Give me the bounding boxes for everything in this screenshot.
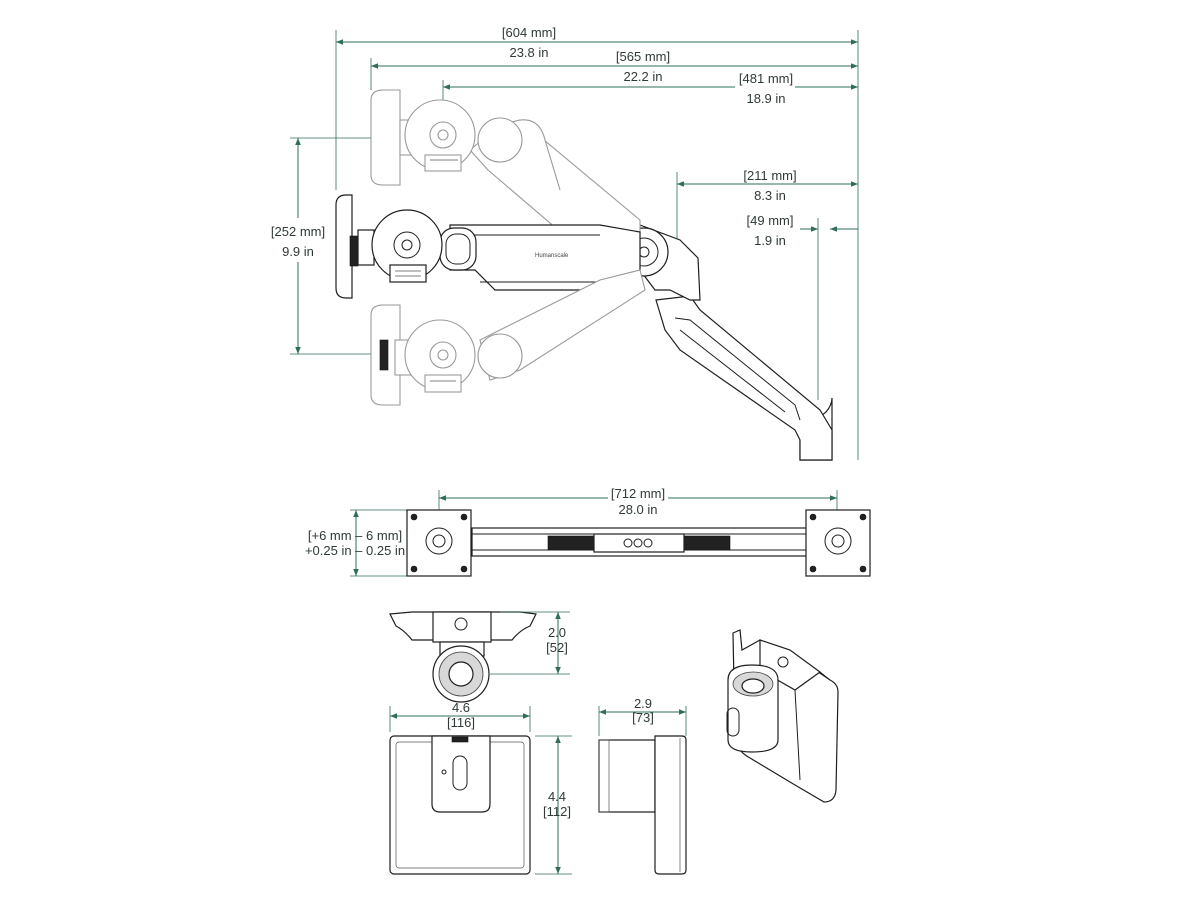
short-reach-mm: [481 mm]	[739, 71, 793, 86]
dimension-rail-span: [712 mm] 28.0 in	[439, 486, 837, 517]
wall-depth-mm: [49 mm]	[747, 213, 794, 228]
wall-depth-in: 1.9 in	[754, 233, 786, 248]
clamp-height-in: 2.0	[548, 625, 566, 640]
plate-depth-mm: [73]	[632, 710, 654, 725]
clamp-top-view: 2.0 [52]	[389, 611, 570, 703]
plate-isometric-view	[726, 629, 839, 803]
dimension-height-range: [252 mm] 9.9 in	[271, 138, 325, 354]
dimension-base-offset: [211 mm] 8.3 in	[677, 168, 858, 203]
tilt-in: +0.25 in – 0.25 in	[305, 543, 405, 558]
short-reach-in: 18.9 in	[746, 91, 785, 106]
plate-side-view: 2.9 [73]	[598, 696, 687, 875]
wall-bracket	[619, 224, 833, 461]
overall-reach-mm: [604 mm]	[502, 25, 556, 40]
rail-view: [712 mm] 28.0 in [+6 mm – 6 mm] +0.25 in…	[305, 486, 871, 577]
base-offset-in: 8.3 in	[754, 188, 786, 203]
side-view: [604 mm] 23.8 in [565 mm] 22.2 in [481 m…	[271, 25, 859, 461]
dimension-wall-depth: [49 mm] 1.9 in	[747, 213, 858, 248]
plate-width-mm: [116]	[447, 715, 475, 730]
clamp-height-mm: [52]	[546, 640, 568, 655]
plate-depth-in: 2.9	[634, 696, 652, 711]
arm-level: Humanscale	[439, 224, 641, 291]
height-range-in: 9.9 in	[282, 244, 314, 259]
dimension-mid-reach: [565 mm] 22.2 in	[371, 49, 858, 84]
plate-height-mm: [112]	[543, 804, 571, 819]
arm-lowered	[370, 269, 646, 406]
rail-span-in: 28.0 in	[618, 502, 657, 517]
mid-reach-mm: [565 mm]	[616, 49, 670, 64]
rail-span-mm: [712 mm]	[611, 486, 665, 501]
mid-reach-in: 22.2 in	[623, 69, 662, 84]
overall-reach-in: 23.8 in	[509, 45, 548, 60]
tilt-mm: [+6 mm – 6 mm]	[308, 528, 402, 543]
dimension-overall-reach: [604 mm] 23.8 in	[336, 25, 858, 60]
monitor-mount-level	[335, 194, 443, 299]
plate-width-in: 4.6	[452, 700, 470, 715]
base-offset-mm: [211 mm]	[743, 168, 796, 183]
plate-front-view: 4.6 [116] 4.4 [112]	[389, 700, 572, 875]
plate-height-in: 4.4	[548, 789, 566, 804]
dimension-tilt: [+6 mm – 6 mm] +0.25 in – 0.25 in	[305, 510, 405, 576]
dimension-short-reach: [481 mm] 18.9 in	[443, 71, 858, 106]
height-range-mm: [252 mm]	[271, 224, 325, 239]
brand-mark: Humanscale	[535, 253, 569, 259]
